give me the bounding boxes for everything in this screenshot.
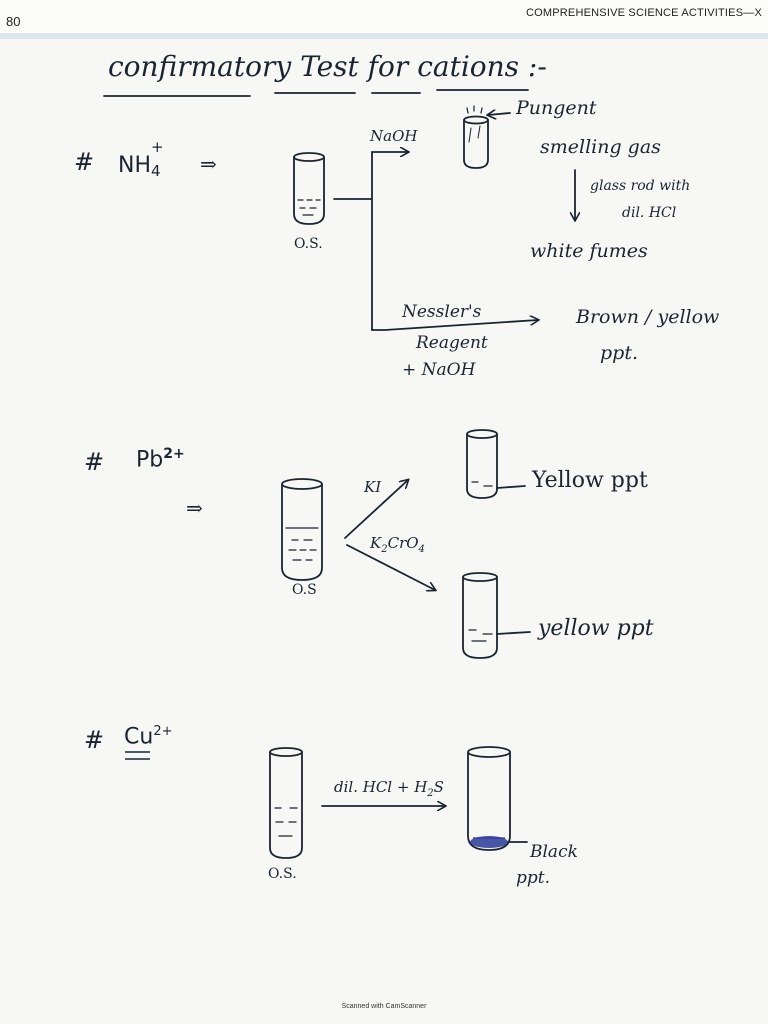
reagent-label: Reagent <box>416 333 488 353</box>
book-title: COMPREHENSIVE SCIENCE ACTIVITIES—X <box>525 7 762 19</box>
pb-ki-result-line <box>496 485 526 489</box>
k2cro4-cro: CrO <box>387 534 419 552</box>
k2cro4-k: K <box>370 534 382 552</box>
pb-ion-symbol: Pb <box>136 447 164 473</box>
nh4-sample-tube <box>293 152 325 225</box>
pb-ion: Pb2+ <box>136 446 185 472</box>
nh4-implies-arrow: ⇒ <box>200 152 217 176</box>
page-number: 80 <box>6 14 21 29</box>
pb-ki-result-tube <box>466 429 498 499</box>
pb-solution-label: O.S <box>292 582 317 598</box>
nh4-ion-charge: + <box>151 138 164 156</box>
nh4-solution-label: O.S. <box>294 236 323 252</box>
nh4-ion-subscript: 4 <box>151 162 161 180</box>
black-label: Black <box>530 842 578 862</box>
nh4-ion: NH+4 <box>118 138 165 180</box>
pb-sample-tube <box>281 478 323 581</box>
heading-underline <box>103 89 529 97</box>
cu-ion-charge: 2+ <box>153 724 173 739</box>
header-band <box>0 33 768 39</box>
cu-hash: # <box>84 726 105 754</box>
ki-label: KI <box>364 478 382 496</box>
cu-ion-symbol: Cu <box>124 724 154 750</box>
page-header <box>0 0 768 34</box>
nesslers-label: Nessler's <box>402 302 482 322</box>
ki-arrow <box>344 480 408 539</box>
cu-reagent-sub: 2 <box>427 788 434 799</box>
page-heading: confirmatory Test for cations :- <box>108 50 547 83</box>
dil-hcl-label: dil. HCl <box>622 205 677 221</box>
cu-reagent-main: dil. HCl + H <box>334 778 428 796</box>
white-fumes-label: white fumes <box>530 240 648 262</box>
cu-reagent-tail: S <box>433 778 444 796</box>
black-precipitate <box>470 836 508 848</box>
glass-rod-label: glass rod with <box>590 178 691 194</box>
nh4-naoh-label: NaOH <box>370 127 418 145</box>
nh4-ppt-label: ppt. <box>600 342 638 364</box>
cu-result-tube <box>467 746 511 851</box>
brown-yellow-label: Brown / yellow <box>576 306 720 328</box>
scanner-footer: Scanned with CamScanner <box>341 1003 427 1010</box>
cu-ion-underline <box>125 751 150 760</box>
nessler-arrow <box>371 320 538 331</box>
pb-yellow-ppt-label: Yellow ppt <box>532 468 648 493</box>
nh4-branch-lines <box>333 151 373 331</box>
pb-k2cro4-result-tube <box>462 572 498 659</box>
smelling-gas-label: smelling gas <box>540 136 661 158</box>
pb-k2cro4-result-line <box>496 631 531 635</box>
cu-solution-label: O.S. <box>268 866 297 882</box>
gas-test-tube <box>463 105 489 169</box>
pb-implies-arrow: ⇒ <box>186 496 203 520</box>
cu-sample-tube <box>269 747 303 859</box>
cu-ion: Cu2+ <box>124 724 172 749</box>
pb-hash: # <box>84 448 105 476</box>
cu-reagent-label: dil. HCl + H2S <box>334 778 444 799</box>
pungent-label: Pungent <box>516 97 597 119</box>
k2cro4-arrow <box>346 544 435 590</box>
plus-naoh-label: + NaOH <box>402 360 476 380</box>
cu-ppt-label: ppt. <box>516 868 550 888</box>
pb-ion-charge: 2+ <box>163 446 185 462</box>
pb-yellow-ppt-2-label: yellow ppt <box>538 616 654 641</box>
nh4-hash: # <box>74 148 95 176</box>
k2cro4-sub1: 2 <box>381 544 388 555</box>
nh4-ion-symbol: NH <box>118 153 151 178</box>
k2cro4-sub2: 4 <box>418 544 425 555</box>
k2cro4-label: K2CrO4 <box>370 534 425 555</box>
gas-pointer-arrow <box>488 113 511 115</box>
